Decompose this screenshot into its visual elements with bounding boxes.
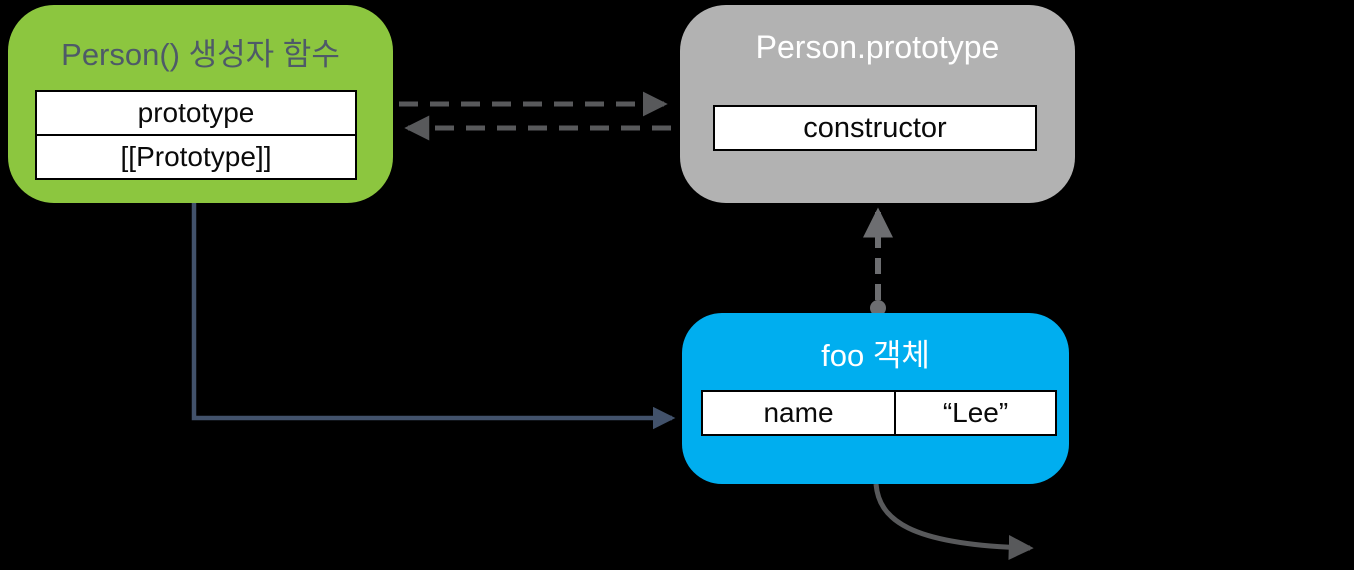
prototype-object-title: Person.prototype [755,29,1000,65]
prototype-slot: prototype [37,92,355,136]
constructor-fn-to-foo-arrow [191,203,676,430]
foo-property-value-cell: “Lee” [942,397,1009,428]
foo-property-table: name “Lee” [701,390,1057,436]
foo-object-box: foo 객체 name “Lee” [682,313,1069,484]
foo-object-title: foo 객체 [821,338,930,373]
constructor-function-box: Person() 생성자 함수 prototype [[Prototype]] [8,5,393,203]
prototype-object-box: Person.prototype constructor [680,5,1075,203]
foo-property-key-cell: name [703,392,896,434]
constructor-function-slot-table: prototype [[Prototype]] [35,90,357,180]
internal-prototype-slot: [[Prototype]] [120,141,272,172]
foo-outgoing-curve-arrow [873,483,1034,560]
constructor-function-title: Person() 생성자 함수 [61,37,340,72]
constructor-slot: constructor [713,105,1037,151]
